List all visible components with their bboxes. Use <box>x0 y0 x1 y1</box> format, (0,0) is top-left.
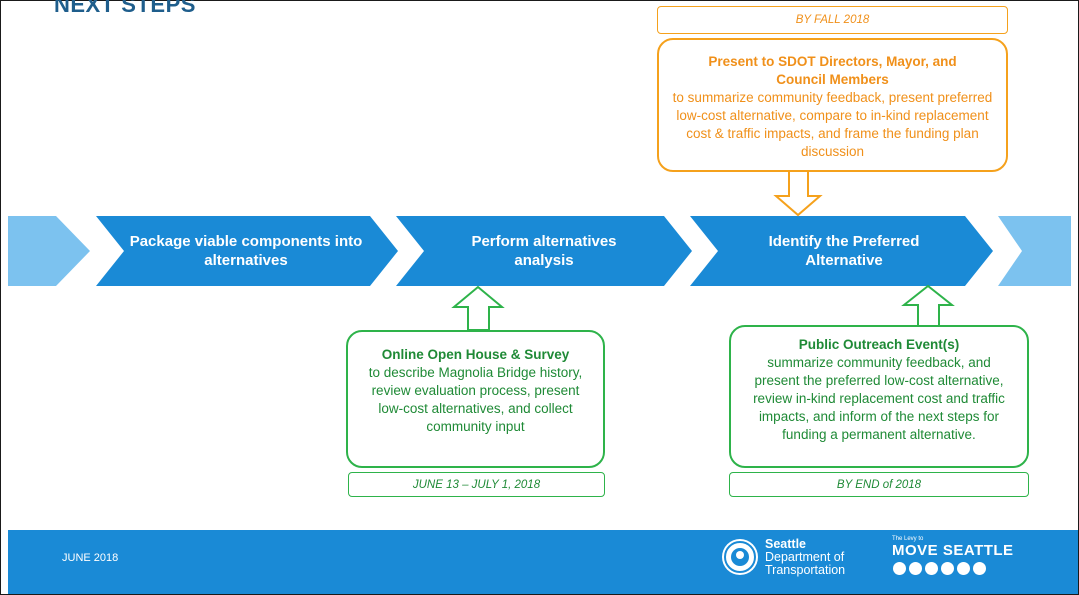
fall-box-heading: Present to SDOT Directors, Mayor, and Co… <box>708 54 957 87</box>
fall-presentation-box: Present to SDOT Directors, Mayor, and Co… <box>657 38 1008 172</box>
up-arrow-icon <box>901 284 955 327</box>
move-seattle-title: MOVE SEATTLE <box>892 542 1014 559</box>
train-icon <box>925 562 938 575</box>
footer-date: JUNE 2018 <box>62 552 119 564</box>
flow-start-chevron <box>8 216 90 286</box>
public-outreach-heading: Public Outreach Event(s) <box>798 337 960 352</box>
pedestrian-icon <box>973 562 986 575</box>
bike-icon <box>957 562 970 575</box>
step-label-2: Perform alternatives analysis <box>471 233 617 269</box>
public-outreach-date-label: BY END of 2018 <box>729 472 1029 497</box>
sdot-line-2: Department of <box>765 550 845 564</box>
bus-icon <box>909 562 922 575</box>
fall-box-body: to summarize community feedback, present… <box>672 90 993 159</box>
sdot-line-3: Transportation <box>765 563 846 577</box>
step-arrow-2 <box>396 216 692 286</box>
move-seattle-icons <box>893 562 986 575</box>
move-seattle-tagline: The Levy to <box>892 536 924 542</box>
flow-end-chevron <box>998 216 1071 286</box>
public-outreach-body: summarize community feedback, and presen… <box>753 355 1005 442</box>
open-house-box: Online Open House & Survey to describe M… <box>346 330 605 468</box>
up-arrow-icon <box>451 285 505 331</box>
open-house-date-label: JUNE 13 – JULY 1, 2018 <box>348 472 605 497</box>
page-title: NEXT STEPS <box>54 0 196 17</box>
fall-date-label: BY FALL 2018 <box>657 6 1008 34</box>
truck-icon <box>941 562 954 575</box>
step-label-1: Package viable components into alternati… <box>129 233 363 269</box>
sdot-line-1: Seattle <box>765 537 806 551</box>
public-outreach-box: Public Outreach Event(s) summarize commu… <box>729 325 1029 468</box>
down-arrow-icon <box>773 170 823 217</box>
step-arrow-1 <box>96 216 398 286</box>
seattle-seal-icon <box>722 539 758 575</box>
open-house-heading: Online Open House & Survey <box>381 347 570 362</box>
step-label-3: Identify the Preferred Alternative <box>768 233 920 269</box>
footer-bar: JUNE 2018 Seattle Department of Transpor… <box>8 530 1078 594</box>
car-icon <box>893 562 906 575</box>
open-house-body: to describe Magnolia Bridge history, rev… <box>368 365 583 434</box>
step-arrow-3 <box>690 216 993 286</box>
sdot-logo-text: Seattle Department of Transportation <box>765 538 845 577</box>
